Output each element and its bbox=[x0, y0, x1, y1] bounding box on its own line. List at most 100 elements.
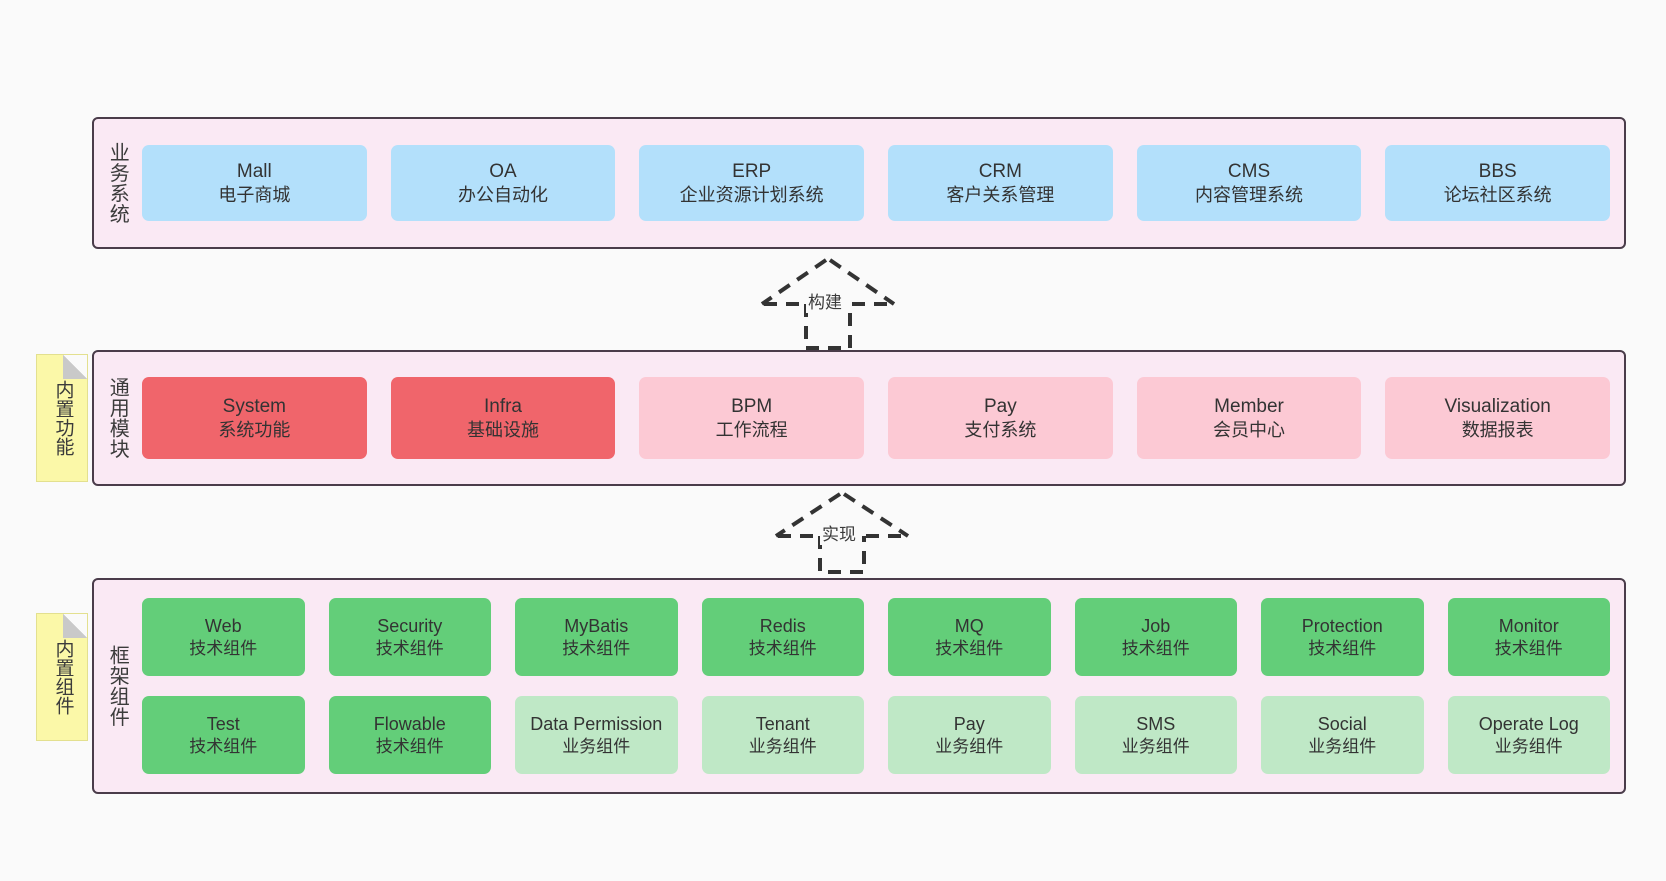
node-infra[interactable]: Infra 基础设施 bbox=[390, 377, 616, 459]
node-title: CRM bbox=[978, 160, 1022, 182]
node-title: Web bbox=[204, 616, 242, 637]
node-subtitle: 技术组件 bbox=[189, 638, 258, 658]
node-crm[interactable]: CRM 客户关系管理 bbox=[888, 145, 1113, 221]
module-node-container: System 系统功能 Infra 基础设施 BPM 工作流程 Pay 支付系统… bbox=[140, 352, 1624, 484]
node-sms[interactable]: SMS 业务组件 bbox=[1074, 696, 1237, 774]
node-mq[interactable]: MQ 技术组件 bbox=[888, 598, 1051, 676]
node-title: BBS bbox=[1478, 160, 1517, 182]
node-title: BPM bbox=[731, 395, 773, 417]
node-subtitle: 电子商城 bbox=[218, 184, 291, 205]
business-node-container: Mall 电子商城 OA 办公自动化 ERP 企业资源计划系统 CRM 客户关系… bbox=[140, 119, 1624, 247]
node-title: Redis bbox=[759, 616, 806, 637]
node-job[interactable]: Job 技术组件 bbox=[1074, 598, 1237, 676]
node-subtitle: 系统功能 bbox=[218, 419, 291, 440]
generalization-arrow-icon bbox=[760, 258, 896, 350]
node-subtitle: 技术组件 bbox=[375, 736, 444, 756]
framework-node-container: Web 技术组件 Security 技术组件 MyBatis 技术组件 Redi… bbox=[140, 580, 1624, 792]
node-title: SMS bbox=[1136, 714, 1176, 735]
node-title: Protection bbox=[1301, 616, 1383, 637]
layer-label-framework-components: 框架组件 bbox=[106, 645, 129, 727]
node-tenant[interactable]: Tenant 业务组件 bbox=[701, 696, 864, 774]
node-title: Flowable bbox=[373, 714, 446, 735]
node-title: Member bbox=[1214, 395, 1284, 417]
node-title: System bbox=[222, 395, 287, 417]
node-title: Visualization bbox=[1444, 395, 1551, 417]
layer-label-business-system: 业务系统 bbox=[106, 142, 129, 224]
node-test[interactable]: Test 技术组件 bbox=[142, 696, 305, 774]
node-monitor[interactable]: Monitor 技术组件 bbox=[1447, 598, 1610, 676]
node-subtitle: 业务组件 bbox=[935, 736, 1004, 756]
node-bbs[interactable]: BBS 论坛社区系统 bbox=[1385, 145, 1611, 221]
node-title: Pay bbox=[953, 714, 985, 735]
node-title: Monitor bbox=[1498, 616, 1559, 637]
node-member[interactable]: Member 会员中心 bbox=[1136, 377, 1362, 459]
node-subtitle: 技术组件 bbox=[1494, 638, 1563, 658]
node-subtitle: 客户关系管理 bbox=[946, 184, 1055, 205]
node-title: MyBatis bbox=[564, 616, 629, 637]
node-subtitle: 办公自动化 bbox=[458, 184, 548, 205]
node-subtitle: 技术组件 bbox=[1121, 638, 1190, 658]
node-subtitle: 支付系统 bbox=[964, 419, 1037, 440]
node-subtitle: 技术组件 bbox=[375, 638, 444, 658]
node-subtitle: 会员中心 bbox=[1213, 419, 1286, 440]
layer-business-system: 业务系统 Mall 电子商城 OA 办公自动化 ERP 企业资源计划系统 CRM bbox=[92, 117, 1626, 249]
node-redis[interactable]: Redis 技术组件 bbox=[701, 598, 864, 676]
node-title: Tenant bbox=[755, 714, 810, 735]
node-subtitle: 论坛社区系统 bbox=[1443, 184, 1552, 205]
node-erp[interactable]: ERP 企业资源计划系统 bbox=[639, 145, 865, 221]
node-subtitle: 基础设施 bbox=[467, 419, 539, 440]
node-subtitle: 数据报表 bbox=[1461, 419, 1534, 440]
node-subtitle: 业务组件 bbox=[1494, 736, 1563, 756]
layer-common-modules: 通用模块 System 系统功能 Infra 基础设施 BPM 工作流程 Pay bbox=[92, 350, 1626, 486]
node-subtitle: 技术组件 bbox=[748, 638, 817, 658]
node-title: ERP bbox=[732, 160, 772, 182]
node-pay-module[interactable]: Pay 支付系统 bbox=[888, 377, 1113, 459]
module-node-row: System 系统功能 Infra 基础设施 BPM 工作流程 Pay 支付系统… bbox=[142, 377, 1611, 459]
node-oa[interactable]: OA 办公自动化 bbox=[390, 145, 616, 221]
node-title: Mall bbox=[236, 160, 272, 182]
node-title: MQ bbox=[954, 616, 984, 637]
node-subtitle: 工作流程 bbox=[715, 419, 788, 440]
framework-biz-row: Test 技术组件 Flowable 技术组件 Data Permission … bbox=[142, 696, 1610, 774]
business-node-row: Mall 电子商城 OA 办公自动化 ERP 企业资源计划系统 CRM 客户关系… bbox=[142, 145, 1611, 221]
node-subtitle: 企业资源计划系统 bbox=[679, 184, 824, 205]
node-security[interactable]: Security 技术组件 bbox=[328, 598, 491, 676]
node-operate-log[interactable]: Operate Log 业务组件 bbox=[1447, 696, 1610, 774]
node-title: Infra bbox=[483, 395, 523, 417]
node-mybatis[interactable]: MyBatis 技术组件 bbox=[515, 598, 678, 676]
framework-tech-row: Web 技术组件 Security 技术组件 MyBatis 技术组件 Redi… bbox=[142, 598, 1610, 676]
generalization-arrow-icon bbox=[774, 492, 910, 574]
sticky-note-builtin-components: 内置组件 bbox=[36, 613, 88, 741]
node-mall[interactable]: Mall 电子商城 bbox=[142, 145, 367, 221]
node-social[interactable]: Social 业务组件 bbox=[1261, 696, 1424, 774]
node-data-permission[interactable]: Data Permission 业务组件 bbox=[515, 696, 678, 774]
node-title: CMS bbox=[1227, 160, 1271, 182]
node-flowable[interactable]: Flowable 技术组件 bbox=[328, 696, 491, 774]
node-cms[interactable]: CMS 内容管理系统 bbox=[1136, 145, 1362, 221]
connector-implement: 实现 bbox=[774, 492, 914, 574]
connector-label-build: 构建 bbox=[806, 288, 844, 313]
layer-label-common-modules: 通用模块 bbox=[106, 377, 129, 459]
connector-label-implement: 实现 bbox=[820, 520, 858, 545]
layer-framework-components: 框架组件 Web 技术组件 Security 技术组件 MyBatis 技术组件… bbox=[92, 578, 1626, 794]
node-protection[interactable]: Protection 技术组件 bbox=[1261, 598, 1424, 676]
node-subtitle: 内容管理系统 bbox=[1195, 184, 1304, 205]
node-title: Operate Log bbox=[1478, 714, 1579, 735]
connector-build: 构建 bbox=[760, 258, 900, 350]
node-web[interactable]: Web 技术组件 bbox=[142, 598, 305, 676]
node-title: Social bbox=[1317, 714, 1367, 735]
node-title: Data Permission bbox=[530, 714, 663, 735]
node-subtitle: 业务组件 bbox=[562, 736, 631, 756]
node-subtitle: 技术组件 bbox=[562, 638, 631, 658]
node-title: Job bbox=[1141, 616, 1171, 637]
node-bpm[interactable]: BPM 工作流程 bbox=[639, 377, 865, 459]
node-visualization[interactable]: Visualization 数据报表 bbox=[1385, 377, 1611, 459]
node-subtitle: 技术组件 bbox=[1308, 638, 1377, 658]
node-subtitle: 业务组件 bbox=[1121, 736, 1190, 756]
node-system[interactable]: System 系统功能 bbox=[142, 377, 367, 459]
node-title: Security bbox=[377, 616, 443, 637]
node-title: Pay bbox=[983, 395, 1017, 417]
node-subtitle: 技术组件 bbox=[189, 736, 258, 756]
node-pay-component[interactable]: Pay 业务组件 bbox=[888, 696, 1051, 774]
